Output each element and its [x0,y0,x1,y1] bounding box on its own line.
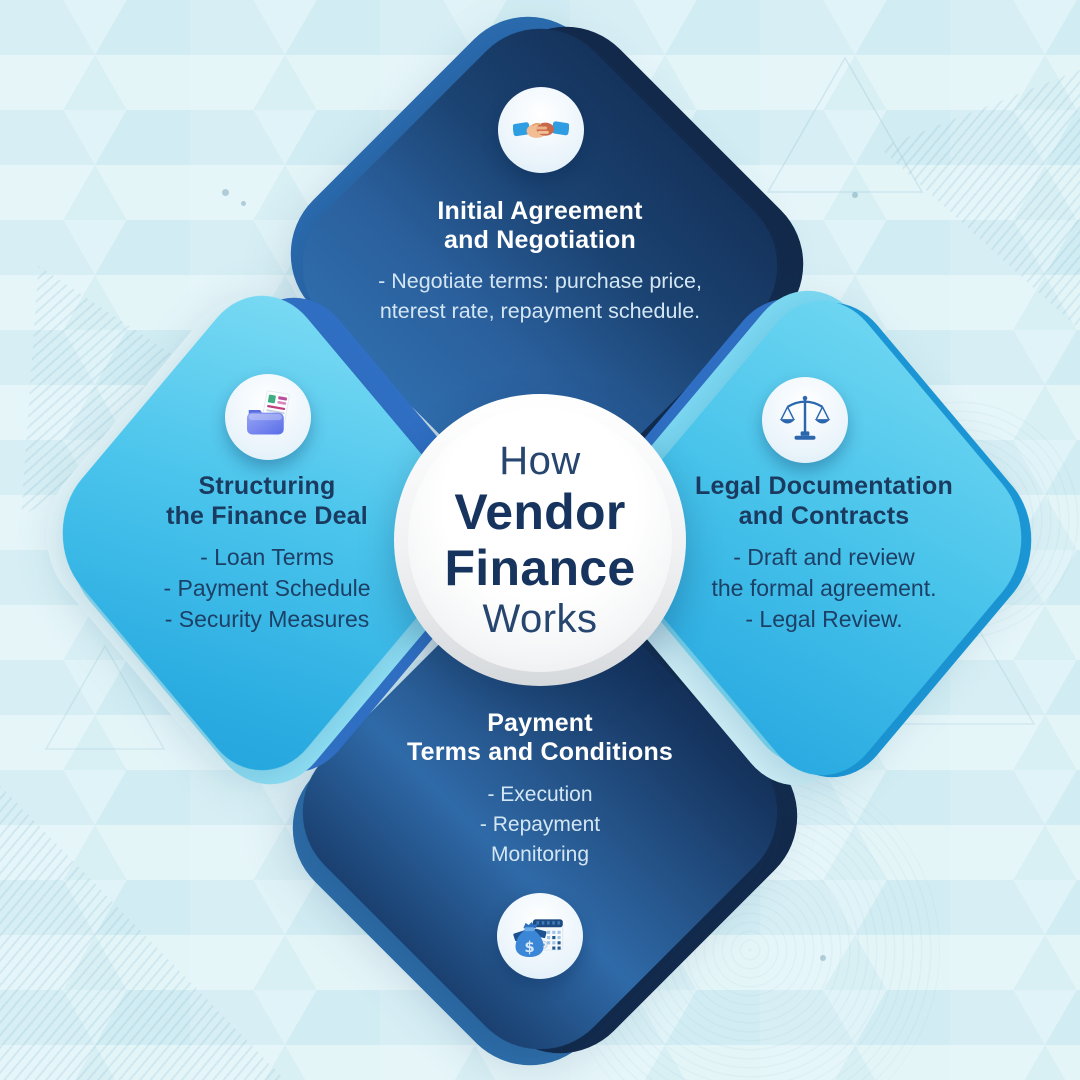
top-section-title: Initial Agreement and Negotiation [290,197,790,255]
dot-decoration [222,189,229,196]
justice-scale-icon [779,395,831,440]
left-body-item3: - Security Measures [164,606,370,632]
bottom-icon-circle: $ [497,893,583,979]
top-body-line2: nterest rate, repayment schedule. [379,299,701,323]
top-title-line1: Initial Agreement [437,197,643,225]
bottom-title-line1: Payment [487,709,593,737]
bottom-body-item3: Monitoring [490,843,590,866]
top-section-body: - Negotiate terms: purchase price, ntere… [250,266,830,326]
right-body-line2: the formal agreement. [711,575,937,601]
left-section-body: - Loan Terms - Payment Schedule - Securi… [87,542,447,635]
bottom-section-title: Payment Terms and Conditions [310,709,770,767]
right-body-line1: - Draft and review [733,544,915,570]
right-section-title: Legal Documentation and Contracts [652,471,996,531]
money-calendar-icon: $ [513,918,564,957]
folder-documents-icon [247,390,290,435]
left-icon-circle [225,374,311,460]
dot-decoration [820,955,826,961]
right-body-line3: - Legal Review. [745,606,903,632]
right-title-line1: Legal Documentation [695,472,953,500]
triangle-outline-decoration [766,56,924,193]
dot-decoration [241,201,246,206]
handshake-icon [513,121,569,138]
bottom-body-item1: - Execution [487,783,593,806]
right-section-body: - Draft and review the formal agreement.… [652,542,996,635]
right-icon-circle [762,377,848,463]
left-section-title: Structuring the Finance Deal [107,471,427,531]
left-title-line2: the Finance Deal [166,502,368,530]
center-title-line3: Finance [444,540,636,596]
center-circle: How Vendor Finance Works [408,408,672,672]
svg-text:$: $ [524,938,534,956]
right-title-line2: and Contracts [738,502,910,530]
top-body-line1: - Negotiate terms: purchase price, [378,269,702,293]
left-body-item2: - Payment Schedule [163,575,371,601]
dot-decoration [852,192,858,198]
top-title-line2: and Negotiation [444,226,636,254]
left-body-item1: - Loan Terms [200,544,334,570]
top-icon-circle [498,87,584,173]
center-title-line4: Works [482,597,598,641]
bottom-body-item2: - Repayment [479,813,601,836]
bottom-section-body: - Execution - Repayment Monitoring [340,780,740,870]
bottom-title-line2: Terms and Conditions [406,738,674,766]
center-title-line1: How [499,439,581,483]
center-title-line2: Vendor [454,484,626,540]
triangle-outline-decoration [44,644,166,750]
left-title-line1: Structuring [198,472,336,500]
